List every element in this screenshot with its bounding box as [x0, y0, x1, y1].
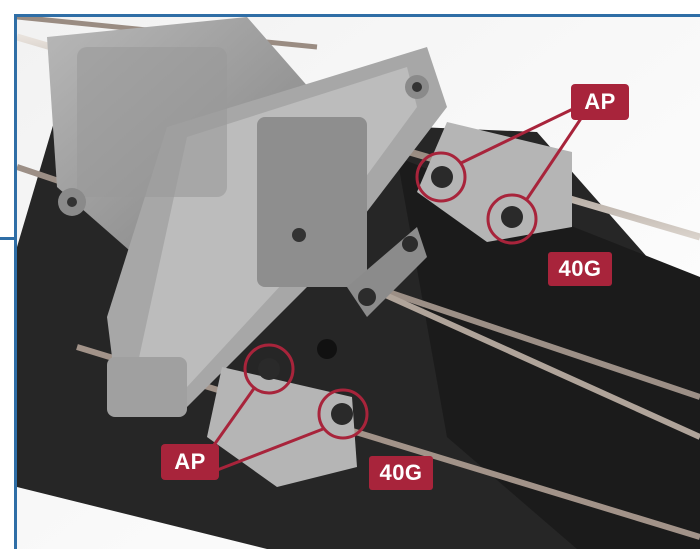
frame-border-left [14, 14, 17, 549]
leader-line-bottom-2 [211, 427, 324, 474]
callout-circle-top-2 [486, 193, 538, 245]
center-clip [317, 227, 427, 359]
leader-line-top-2 [525, 116, 584, 200]
top-right-mount [417, 122, 572, 242]
bottom-left-mount [207, 358, 357, 487]
gearbox [47, 17, 447, 417]
ap-label-top: AP [571, 84, 629, 120]
callouts [200, 105, 584, 474]
screw-size-label-bottom: 40G [369, 456, 433, 490]
frame-border-top [14, 14, 700, 17]
screw-size-label-top: 40G [548, 252, 612, 286]
callout-circle-bottom-2 [317, 388, 369, 440]
callout-circle-bottom-1 [243, 343, 295, 395]
leader-line-top-1 [460, 105, 578, 165]
ap-label-bottom: AP [161, 444, 219, 480]
chassis-plate-shadow [397, 157, 700, 549]
frame-border-notch [0, 237, 17, 240]
callout-circle-top-1 [415, 151, 467, 203]
